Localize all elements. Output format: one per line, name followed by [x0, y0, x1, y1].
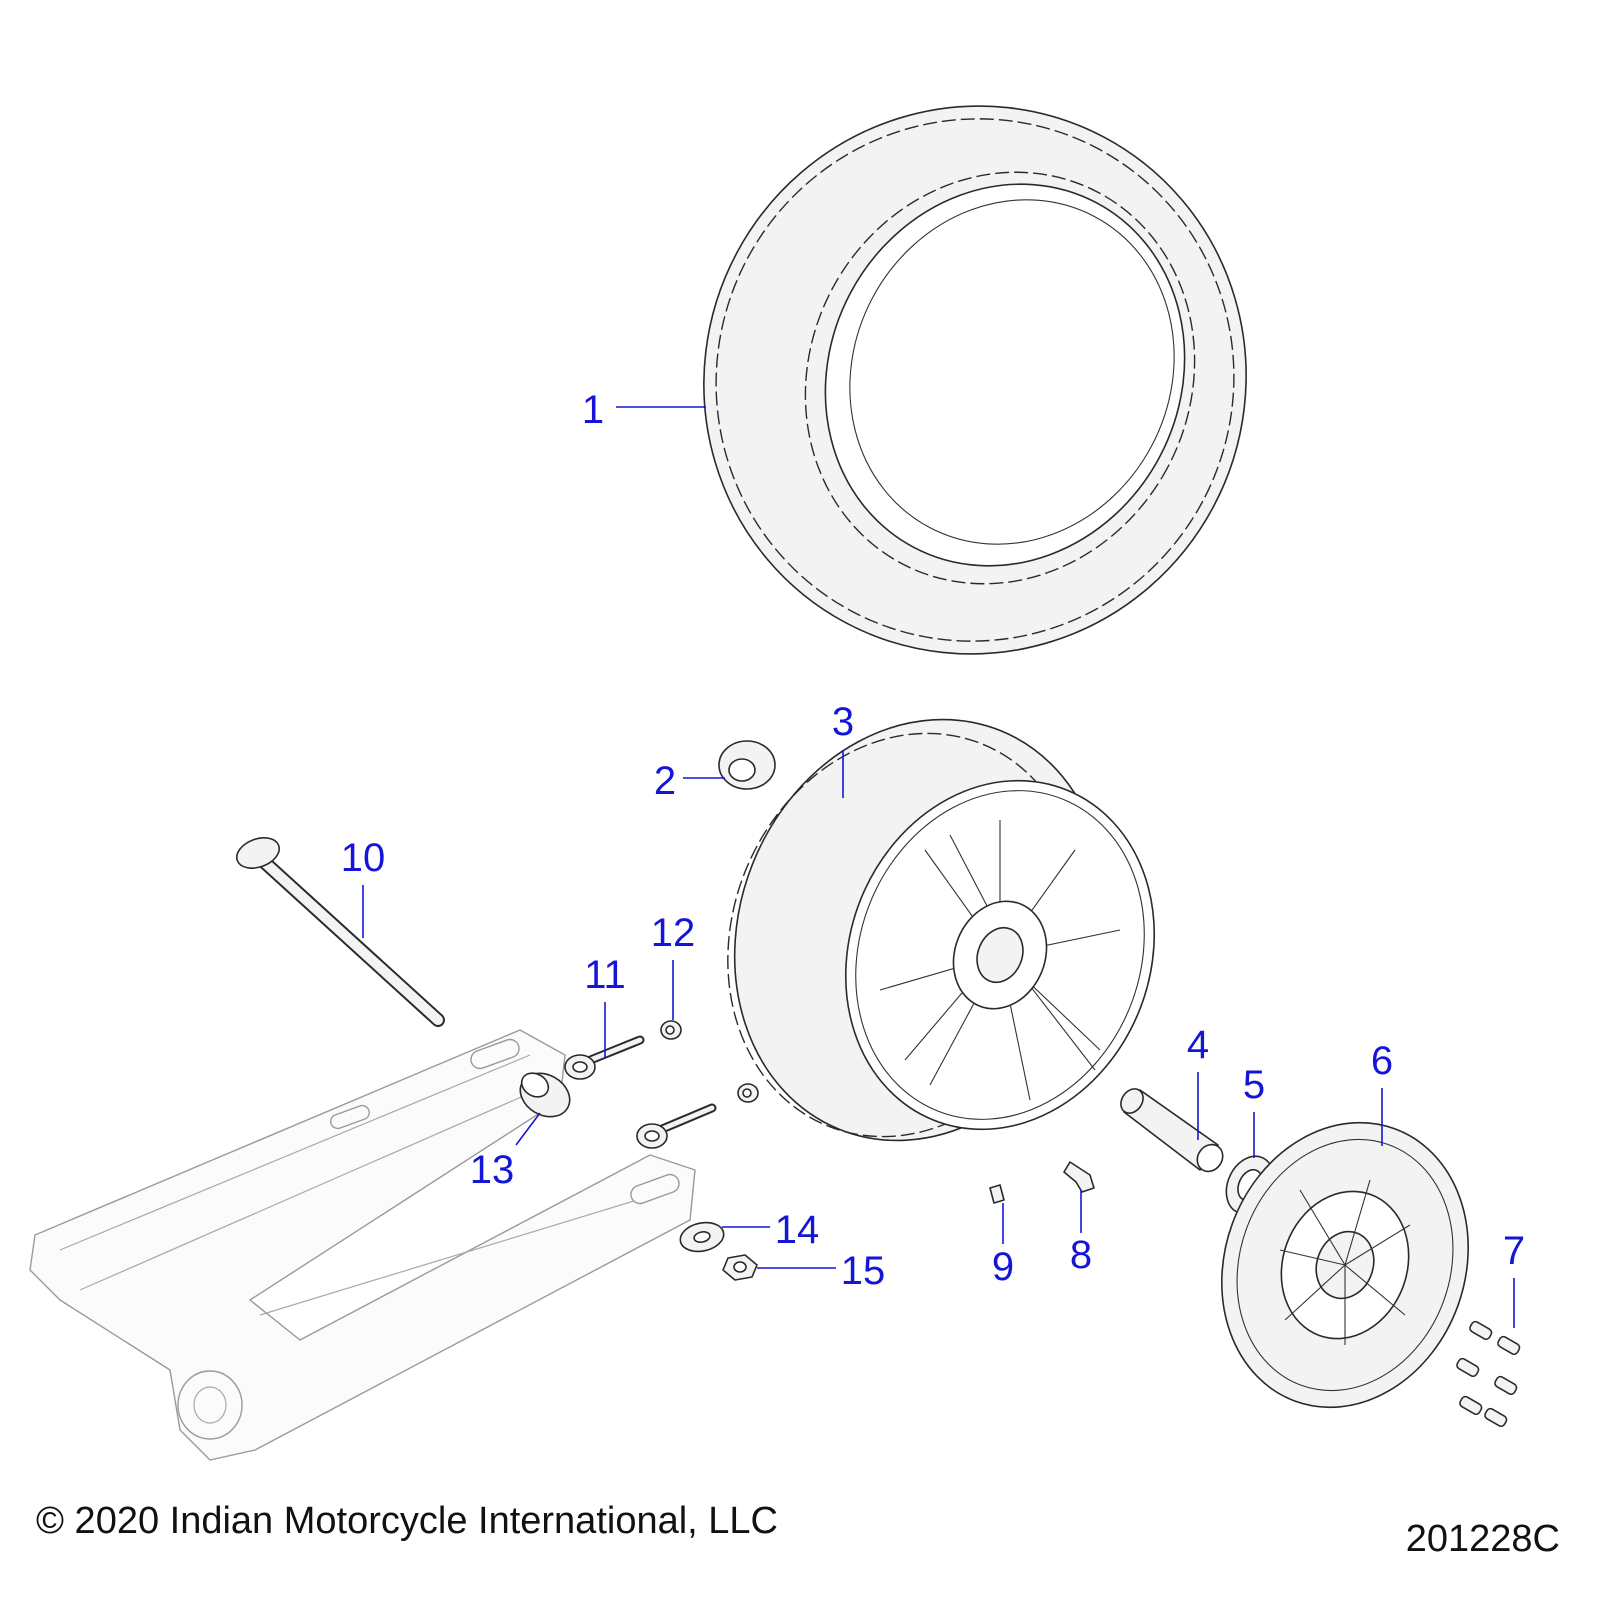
callout-11: 11: [584, 953, 626, 997]
wheel-part: [727, 718, 1156, 1142]
axle-part: [235, 837, 445, 1027]
callout-14: 14: [775, 1208, 820, 1252]
adjuster-nut-part: [660, 1020, 682, 1040]
callout-3: 3: [832, 700, 854, 744]
callout-15: 15: [841, 1249, 886, 1293]
swingarm-ghost: [29, 1029, 696, 1461]
copyright-notice: © 2020 Indian Motorcycle International, …: [36, 1500, 778, 1542]
tire-part: [703, 105, 1247, 655]
valve-stem-part: [1063, 1161, 1095, 1193]
bearing-spacer-part: [718, 740, 776, 790]
callout-7: 7: [1503, 1229, 1525, 1273]
callout-9: 9: [992, 1245, 1014, 1289]
callout-13: 13: [470, 1148, 515, 1192]
balance-weight-part: [989, 1184, 1005, 1204]
leader-lines: [362, 406, 1515, 1328]
brake-disc-part: [1221, 1121, 1469, 1409]
adjuster-bolt-lower-part: [636, 1103, 717, 1149]
bushing-part: [519, 1072, 571, 1118]
diagram-id: 201228C: [1405, 1518, 1560, 1560]
callout-4: 4: [1187, 1023, 1209, 1067]
callout-6: 6: [1371, 1039, 1393, 1083]
callout-labels: 1 2 3 4 5 6 7 8 9 10 11 12 13 14 15: [341, 388, 1525, 1293]
disc-bolts-part: [1456, 1320, 1521, 1428]
adjuster-nut-lower-part: [737, 1083, 759, 1103]
callout-12: 12: [651, 911, 696, 955]
spacer-tube-part: [1120, 1088, 1224, 1173]
callout-1: 1: [582, 388, 604, 432]
adjuster-bolt-part: [564, 1035, 645, 1080]
callout-8: 8: [1070, 1233, 1092, 1277]
axle-nut-part: [722, 1254, 758, 1281]
leader-13: [515, 1112, 541, 1146]
washer-part: [679, 1221, 725, 1253]
callout-5: 5: [1243, 1063, 1265, 1107]
callout-2: 2: [654, 759, 676, 803]
callout-10: 10: [341, 836, 386, 880]
